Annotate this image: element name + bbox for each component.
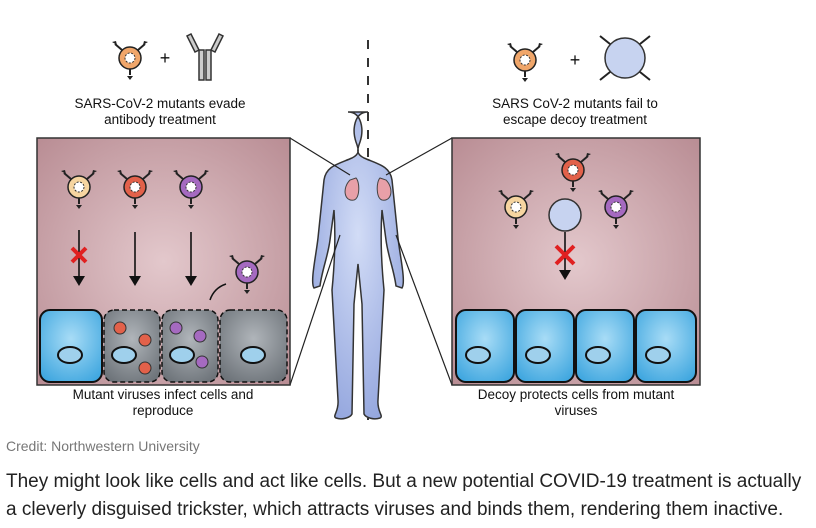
healthy-cell	[39, 309, 103, 383]
image-credit: Credit: Northwestern University	[6, 438, 200, 454]
left-caption-line2: reproduce	[133, 403, 194, 418]
left-title-line2: antibody treatment	[104, 112, 216, 127]
right-caption-line1: Decoy protects cells from mutant	[478, 387, 675, 402]
infected-cell	[219, 309, 288, 383]
right-panel-decoy	[451, 137, 701, 386]
plus-sign: +	[160, 48, 171, 68]
zoom-connector-lines	[289, 137, 453, 386]
left-caption-line1: Mutant viruses infect cells and	[73, 387, 254, 402]
covid-decoy-diagram: + SARS-CoV-2 mutants evade antibody trea…	[36, 32, 701, 420]
infected-cell	[103, 309, 161, 383]
plus-sign: +	[570, 50, 581, 70]
right-title-line2: escape decoy treatment	[503, 112, 647, 127]
antibody-icon	[185, 32, 225, 81]
right-title-line1: SARS CoV-2 mutants fail to	[492, 96, 658, 111]
article-paragraph: They might look like cells and act like …	[6, 471, 802, 520]
left-legend-icons: +	[111, 32, 225, 81]
left-title-line1: SARS-CoV-2 mutants evade	[74, 96, 245, 111]
lungs-icon	[344, 177, 392, 201]
human-figure	[311, 111, 405, 420]
decoy-cell	[548, 198, 582, 232]
healthy-cells	[455, 309, 697, 383]
left-panel-antibody	[36, 137, 291, 386]
right-caption-line2: viruses	[555, 403, 598, 418]
virus-orange-icon	[506, 42, 544, 83]
decoy-icon	[599, 35, 651, 81]
infected-cell	[161, 309, 219, 383]
right-legend-icons: +	[506, 35, 651, 83]
virus-orange-icon	[111, 40, 149, 81]
blocked-x-icon	[554, 244, 576, 266]
blocked-x-icon	[70, 246, 88, 264]
